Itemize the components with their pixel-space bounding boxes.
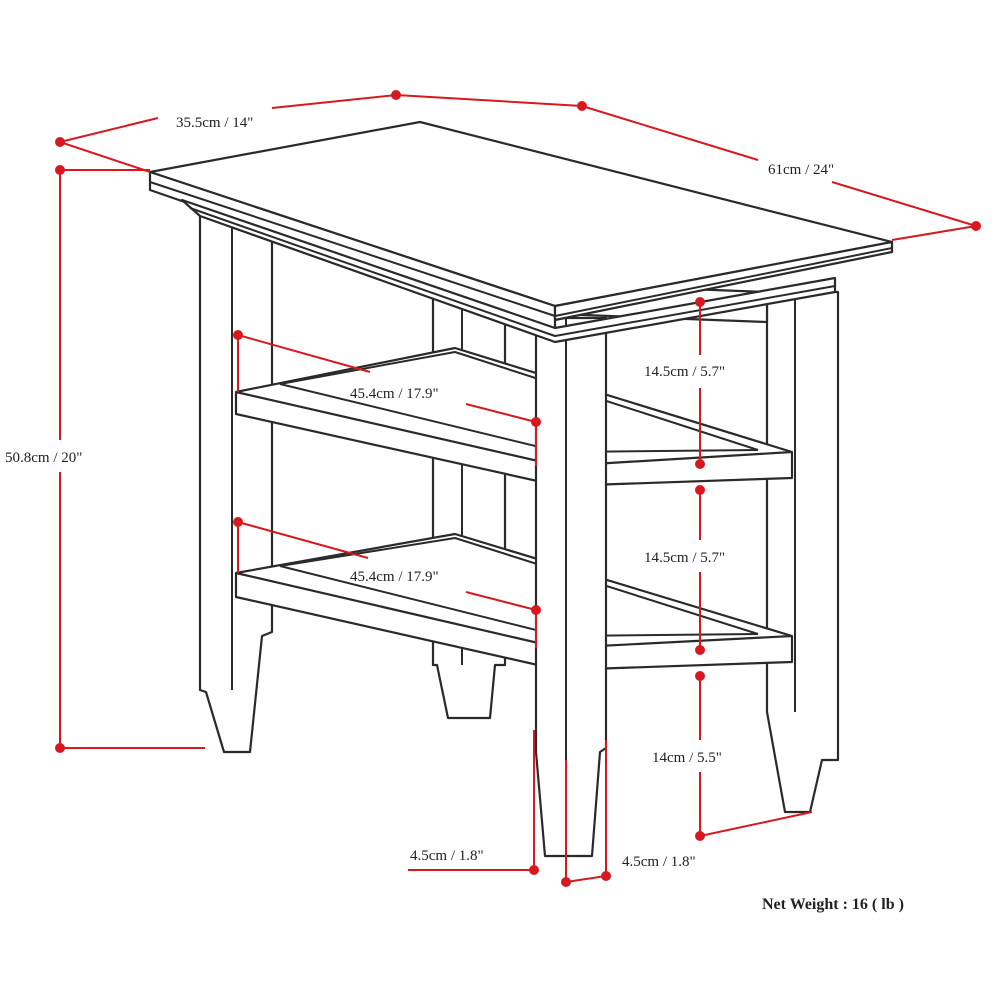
top-depth-line [59,117,159,143]
bottom-clearance-label: 14cm / 5.5" [652,750,722,766]
total-height-label: 50.8cm / 20" [5,450,82,466]
leg-depth-label: 4.5cm / 1.8" [622,854,696,870]
net-weight-label: Net Weight : 16 ( lb ) [762,896,904,913]
end-table-drawing [148,120,894,858]
leg-width-label: 4.5cm / 1.8" [410,848,484,864]
top-width-label: 61cm / 24" [768,162,834,178]
front-right-leg [534,316,608,858]
upper-shelf-width-label: 45.4cm / 17.9" [350,386,439,402]
middle-gap-label: 14.5cm / 5.7" [644,550,725,566]
lower-shelf [234,532,794,672]
tabletop [148,120,894,344]
dimension-lines [55,90,981,887]
back-right-leg [765,290,840,814]
top-depth-label: 35.5cm / 14" [176,115,253,131]
upper-gap-label: 14.5cm / 5.7" [644,364,725,380]
leg-depth-line [565,875,607,883]
top-width-line [395,94,583,107]
front-left-leg [198,210,274,754]
dimension-labels: 35.5cm / 14" 61cm / 24" 50.8cm / 20" 45.… [5,115,904,913]
lower-shelf-width-label: 45.4cm / 17.9" [350,569,439,585]
